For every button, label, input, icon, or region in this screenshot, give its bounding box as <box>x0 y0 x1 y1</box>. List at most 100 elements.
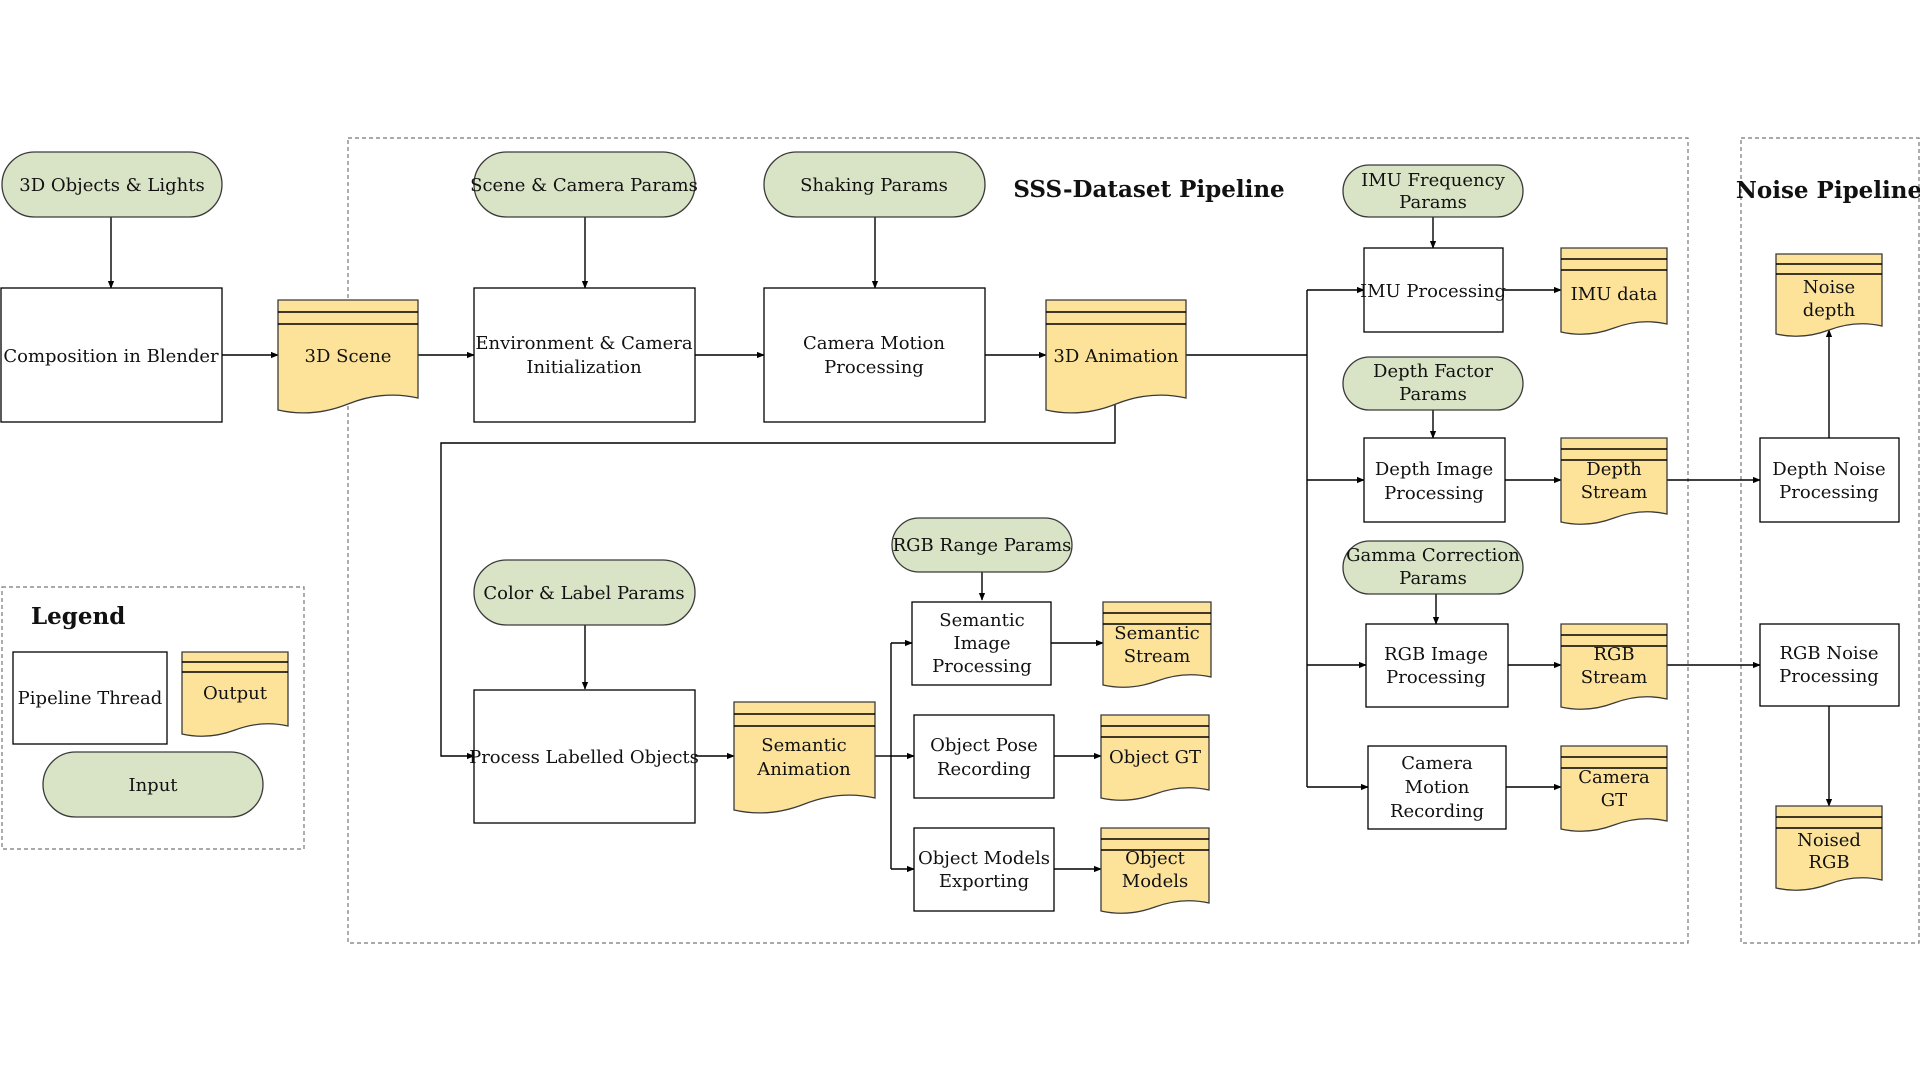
process-rgb-noise-processing: RGB Noise Processing <box>1759 623 1900 707</box>
svg-text:Animation: Animation <box>756 759 851 780</box>
svg-text:Input: Input <box>128 775 178 796</box>
process-semantic-image-processing: Semantic Image Processing <box>911 601 1052 686</box>
output-3d-animation: 3D Animation <box>1045 299 1187 414</box>
svg-text:Initialization: Initialization <box>526 357 642 378</box>
input-imu-frequency-params: IMU Frequency Params <box>1342 164 1524 218</box>
svg-text:Semantic: Semantic <box>939 610 1024 631</box>
svg-text:Semantic: Semantic <box>761 735 846 756</box>
svg-text:3D Scene: 3D Scene <box>305 346 392 367</box>
svg-text:Process Labelled Objects: Process Labelled Objects <box>469 747 699 768</box>
svg-text:Recording: Recording <box>1390 801 1484 822</box>
svg-text:Camera Motion: Camera Motion <box>803 333 945 354</box>
svg-text:Depth Image: Depth Image <box>1375 459 1493 480</box>
svg-text:Stream: Stream <box>1581 667 1648 688</box>
output-rgb-stream: RGB Stream <box>1560 623 1668 710</box>
input-3d-objects-lights: 3D Objects & Lights <box>1 151 223 218</box>
svg-text:Object: Object <box>1125 848 1186 869</box>
svg-text:Environment & Camera: Environment & Camera <box>475 333 693 354</box>
svg-text:Processing: Processing <box>1779 482 1879 503</box>
svg-text:Processing: Processing <box>824 357 924 378</box>
svg-text:Processing: Processing <box>1386 667 1486 688</box>
legend-title: Legend <box>31 603 125 630</box>
process-rgb-image-processing: RGB Image Processing <box>1365 623 1509 708</box>
legend-pipeline-thread: Pipeline Thread <box>12 651 168 745</box>
svg-text:IMU data: IMU data <box>1571 284 1658 305</box>
output-semantic-stream: Semantic Stream <box>1102 601 1212 688</box>
output-object-models: Object Models <box>1100 827 1210 914</box>
input-rgb-range-params: RGB Range Params <box>891 517 1073 573</box>
output-camera-gt: Camera GT <box>1560 745 1668 832</box>
svg-text:Camera: Camera <box>1401 753 1473 774</box>
process-depth-image-processing: Depth Image Processing <box>1363 437 1506 523</box>
input-shaking-params: Shaking Params <box>763 151 986 218</box>
input-depth-factor-params: Depth Factor Params <box>1342 356 1524 411</box>
svg-text:RGB: RGB <box>1593 644 1634 665</box>
process-object-models-exporting: Object Models Exporting <box>913 827 1055 912</box>
svg-text:Stream: Stream <box>1124 646 1191 667</box>
svg-text:Semantic: Semantic <box>1114 623 1199 644</box>
svg-text:Noised: Noised <box>1797 830 1861 851</box>
legend-group <box>1 586 305 850</box>
output-semantic-animation: Semantic Animation <box>733 701 876 814</box>
svg-text:Stream: Stream <box>1581 482 1648 503</box>
svg-text:Camera: Camera <box>1578 767 1650 788</box>
process-imu-processing: IMU Processing <box>1360 247 1506 333</box>
output-noised-rgb: Noised RGB <box>1775 805 1883 891</box>
sss-pipeline-title: SSS-Dataset Pipeline <box>1013 176 1284 203</box>
output-noise-depth: Noise depth <box>1775 253 1883 337</box>
svg-text:RGB Noise: RGB Noise <box>1779 643 1878 664</box>
connectors <box>107 217 1833 873</box>
process-environment-camera-initialization: Environment & Camera Initialization <box>473 287 696 423</box>
output-object-gt: Object GT <box>1100 714 1210 801</box>
svg-text:Shaking Params: Shaking Params <box>800 175 948 196</box>
svg-text:Processing: Processing <box>1384 483 1484 504</box>
svg-text:Depth: Depth <box>1586 459 1642 480</box>
svg-text:Noise: Noise <box>1803 277 1855 298</box>
input-scene-camera-params: Scene & Camera Params <box>470 151 698 218</box>
svg-text:depth: depth <box>1803 300 1856 321</box>
output-imu-data: IMU data <box>1560 247 1668 335</box>
svg-text:3D Animation: 3D Animation <box>1053 346 1179 367</box>
svg-text:Gamma Correction: Gamma Correction <box>1346 545 1520 566</box>
svg-text:IMU Processing: IMU Processing <box>1360 281 1506 302</box>
legend-input: Input <box>42 751 264 818</box>
svg-text:Depth Factor: Depth Factor <box>1373 361 1493 382</box>
svg-text:RGB: RGB <box>1808 852 1849 873</box>
svg-text:IMU Frequency: IMU Frequency <box>1361 170 1506 191</box>
svg-text:Exporting: Exporting <box>939 871 1029 892</box>
svg-text:Params: Params <box>1399 384 1467 405</box>
svg-text:Processing: Processing <box>932 656 1032 677</box>
process-composition-in-blender: Composition in Blender <box>0 287 223 423</box>
process-camera-motion-recording: Camera Motion Recording <box>1367 745 1507 830</box>
output-3d-scene: 3D Scene <box>277 299 419 414</box>
svg-text:Object Pose: Object Pose <box>930 735 1038 756</box>
svg-text:Models: Models <box>1122 871 1188 892</box>
process-depth-noise-processing: Depth Noise Processing <box>1759 437 1900 523</box>
noise-pipeline-group <box>1740 137 1920 944</box>
svg-text:Object Models: Object Models <box>918 848 1050 869</box>
svg-text:Output: Output <box>203 683 268 704</box>
svg-text:GT: GT <box>1601 790 1627 811</box>
process-object-pose-recording: Object Pose Recording <box>913 714 1055 799</box>
input-color-label-params: Color & Label Params <box>473 559 696 626</box>
legend-output: Output <box>181 651 289 737</box>
svg-text:3D Objects & Lights: 3D Objects & Lights <box>19 175 204 196</box>
svg-text:Object GT: Object GT <box>1109 747 1201 768</box>
output-depth-stream: Depth Stream <box>1560 437 1668 525</box>
svg-text:Params: Params <box>1399 568 1467 589</box>
svg-text:Composition in Blender: Composition in Blender <box>3 346 219 367</box>
svg-text:Params: Params <box>1399 192 1467 213</box>
input-gamma-correction-params: Gamma Correction Params <box>1342 540 1524 595</box>
process-camera-motion-processing: Camera Motion Processing <box>763 287 986 423</box>
process-labelled-objects: Process Labelled Objects <box>469 689 699 824</box>
svg-text:Processing: Processing <box>1779 666 1879 687</box>
svg-text:Pipeline Thread: Pipeline Thread <box>18 688 163 709</box>
svg-text:Color & Label Params: Color & Label Params <box>483 583 684 604</box>
svg-text:RGB Image: RGB Image <box>1384 644 1488 665</box>
noise-pipeline-title: Noise Pipeline <box>1736 177 1920 204</box>
svg-text:Image: Image <box>953 633 1010 654</box>
svg-text:Recording: Recording <box>937 759 1031 780</box>
svg-text:Motion: Motion <box>1405 777 1470 798</box>
sss-pipeline-group <box>347 137 1689 944</box>
